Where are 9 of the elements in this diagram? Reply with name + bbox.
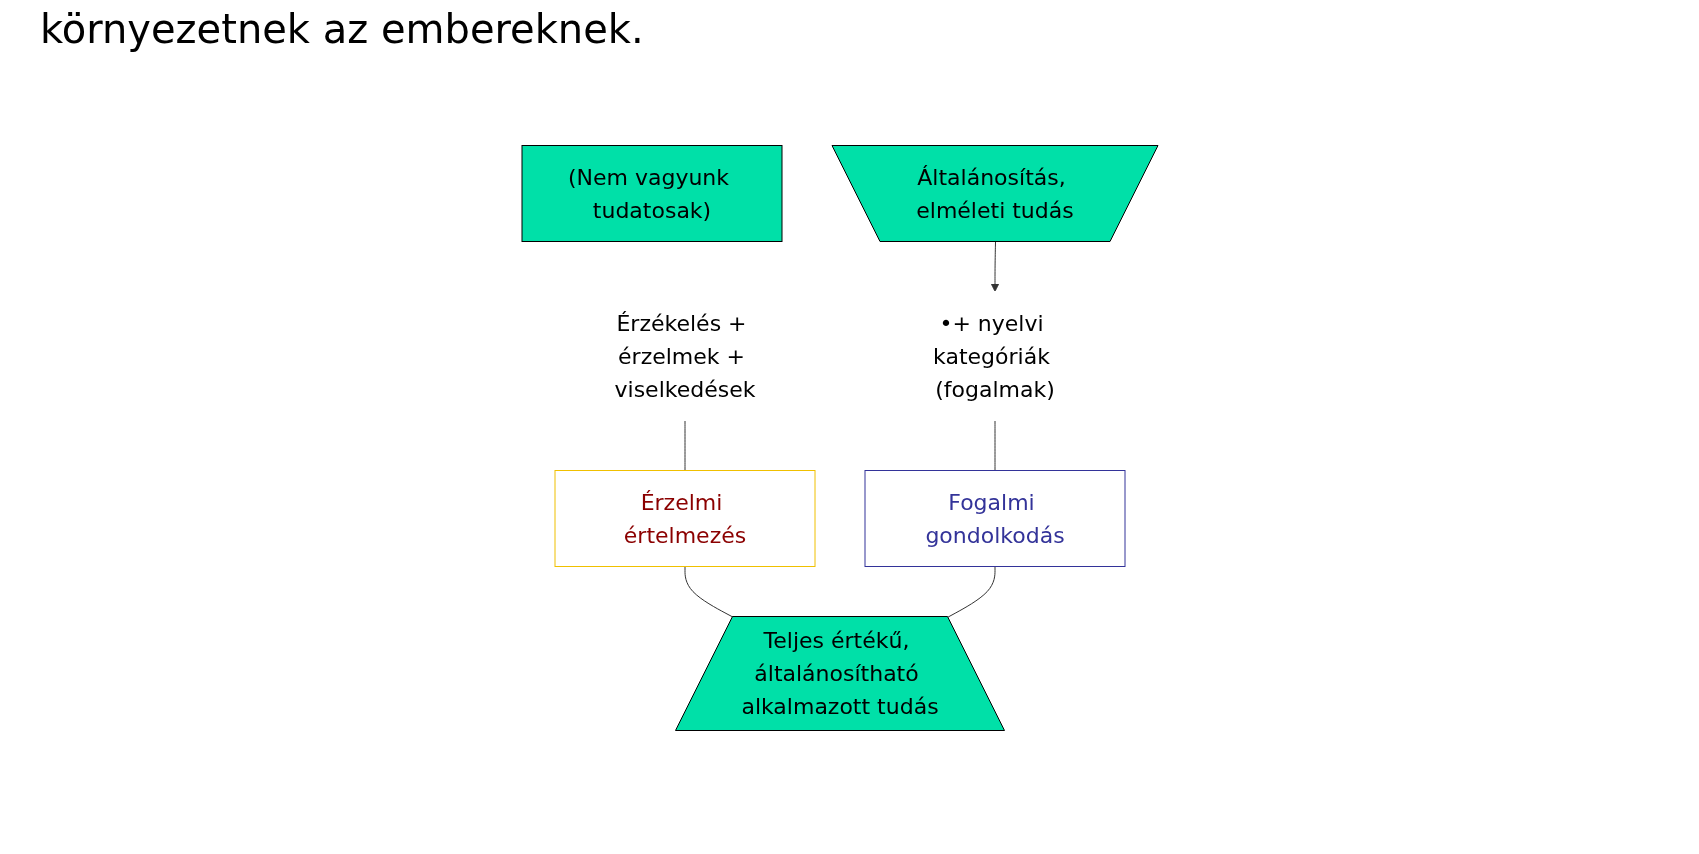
node-box: (Nem vagyunk tudatosak): [521, 145, 783, 242]
node-box: Fogalmi gondolkodás: [864, 470, 1126, 567]
connector: [684, 566, 734, 618]
node-text: •+ nyelvi kategóriák (fogalmak): [933, 310, 1055, 402]
connector: [947, 566, 996, 618]
title: környezetnek az embereknek.: [40, 6, 645, 52]
arrow: [990, 241, 1000, 292]
node-box: Érzelmi értelmezés: [554, 470, 816, 567]
node-text: Érzékelés + érzelmek + viselkedések: [614, 310, 756, 402]
